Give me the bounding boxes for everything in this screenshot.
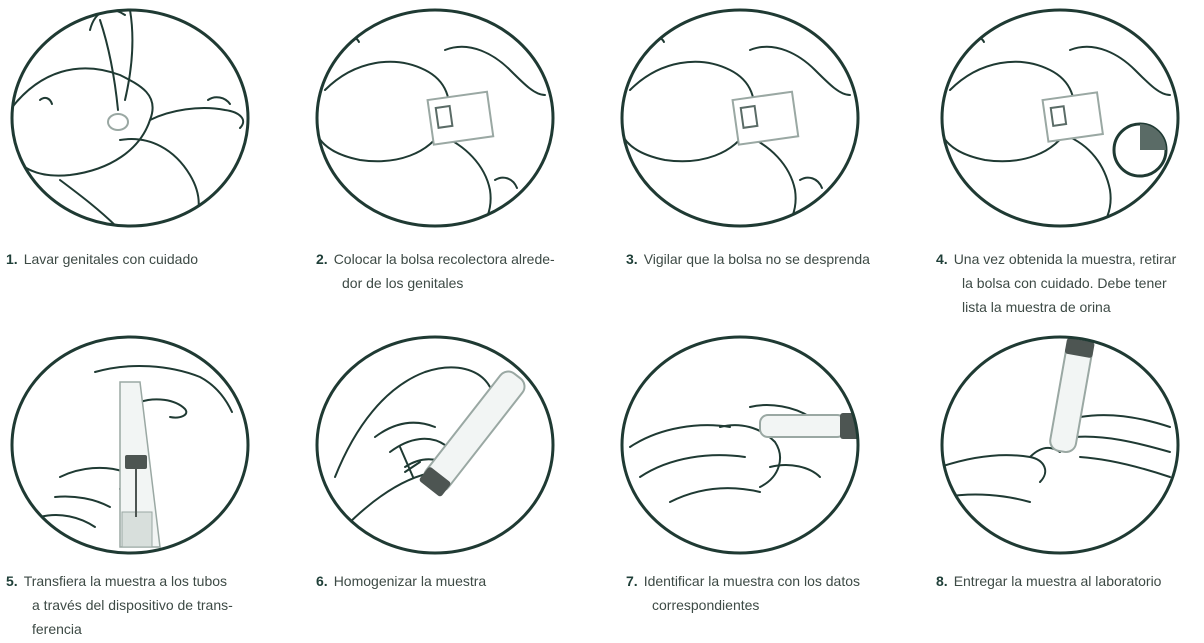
step-7-illustration xyxy=(610,327,870,567)
step-8-number: 8. xyxy=(936,573,948,589)
step-8-text: Entregar la muestra al laboratorio xyxy=(954,573,1162,589)
step-3-illustration xyxy=(610,0,870,240)
step-6 xyxy=(305,327,565,567)
step-6-caption: 6. Homogenizar la muestra xyxy=(316,569,596,593)
step-1-number: 1. xyxy=(6,251,18,267)
step-3-caption: 3. Vigilar que la bolsa no se desprenda xyxy=(626,247,916,271)
step-7 xyxy=(610,327,870,567)
step-2-text-line-2: dor de los genitales xyxy=(316,271,596,295)
step-7-text-line-2: correspondientes xyxy=(626,593,916,617)
step-1-text: Lavar genitales con cuidado xyxy=(24,251,198,267)
clock-icon xyxy=(1114,124,1166,176)
step-5-number: 5. xyxy=(6,573,18,589)
step-6-illustration xyxy=(305,327,565,567)
step-4-illustration xyxy=(930,0,1190,240)
step-4-caption: 4. Una vez obtenida la muestra, retirar l… xyxy=(936,247,1204,319)
step-1 xyxy=(0,0,260,240)
step-5-text-line-3: ferencia xyxy=(6,617,286,641)
step-7-number: 7. xyxy=(626,573,638,589)
step-2-illustration xyxy=(305,0,565,240)
step-1-caption: 1. Lavar genitales con cuidado xyxy=(6,247,286,271)
step-2-number: 2. xyxy=(316,251,328,267)
step-1-illustration xyxy=(0,0,260,240)
step-4-text-line-3: lista la muestra de orina xyxy=(936,295,1204,319)
step-5 xyxy=(0,327,260,567)
step-3-number: 3. xyxy=(626,251,638,267)
step-8 xyxy=(930,327,1190,567)
step-2 xyxy=(305,0,565,240)
step-4 xyxy=(930,0,1190,240)
step-7-caption: 7. Identificar la muestra con los datos c… xyxy=(626,569,916,617)
step-2-caption: 2. Colocar la bolsa recolectora alrede- d… xyxy=(316,247,596,295)
step-5-illustration xyxy=(0,327,260,567)
step-2-text-line-1: Colocar la bolsa recolectora alrede- xyxy=(334,251,555,267)
step-8-illustration xyxy=(930,327,1190,567)
step-4-text-line-2: la bolsa con cuidado. Debe tener xyxy=(936,271,1204,295)
step-8-caption: 8. Entregar la muestra al laboratorio xyxy=(936,569,1204,593)
step-3 xyxy=(610,0,870,240)
step-5-caption: 5. Transfiera la muestra a los tubos a tr… xyxy=(6,569,286,641)
step-6-text: Homogenizar la muestra xyxy=(334,573,487,589)
step-4-number: 4. xyxy=(936,251,948,267)
step-5-text-line-2: a través del dispositivo de trans- xyxy=(6,593,286,617)
step-7-text-line-1: Identificar la muestra con los datos xyxy=(644,573,860,589)
step-5-text-line-1: Transfiera la muestra a los tubos xyxy=(24,573,227,589)
step-3-text: Vigilar que la bolsa no se desprenda xyxy=(644,251,870,267)
step-4-text-line-1: Una vez obtenida la muestra, retirar xyxy=(954,251,1177,267)
step-6-number: 6. xyxy=(316,573,328,589)
